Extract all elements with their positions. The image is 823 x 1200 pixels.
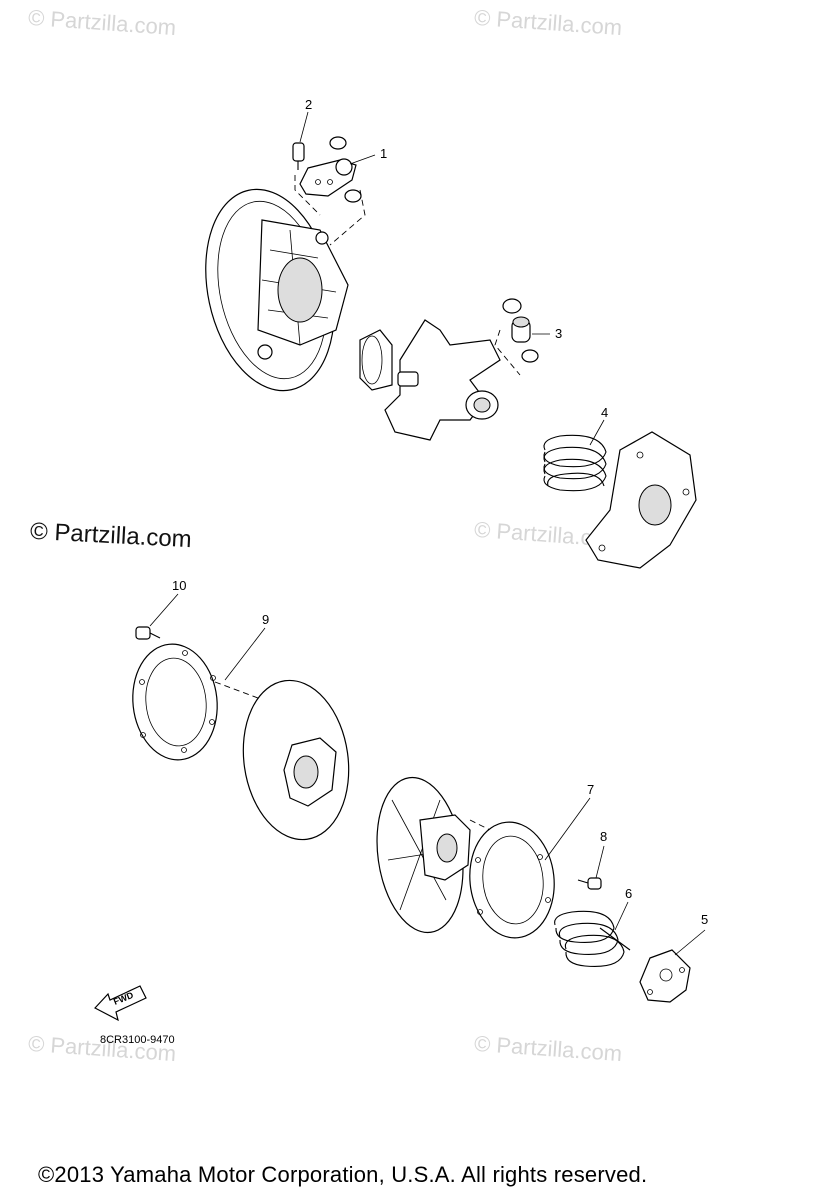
primary-cover-cap-drawing <box>585 431 697 569</box>
fwd-arrow-icon: FWD <box>94 985 147 1022</box>
figure-code: 8CR3100-9470 <box>100 1034 175 1046</box>
part-3-rollers-drawing <box>502 298 539 363</box>
spider-hub-drawing <box>359 319 521 441</box>
part-2-pin-drawing <box>292 142 305 170</box>
callout-6: 6 <box>625 886 633 901</box>
callout-leaders <box>149 111 706 956</box>
callout-3: 3 <box>555 326 563 341</box>
part-6-spring-drawing <box>554 910 631 967</box>
callout-10: 10 <box>172 578 187 593</box>
part-5-bracket-drawing <box>639 949 691 1003</box>
copyright-notice: ©2013 Yamaha Motor Corporation, U.S.A. A… <box>38 1162 648 1187</box>
callout-2: 2 <box>305 97 313 112</box>
secondary-fixed-sheave-drawing <box>242 679 350 841</box>
callout-4: 4 <box>601 405 609 420</box>
part-8-bolt-drawing <box>577 877 602 890</box>
part-1-weight-arm-drawing <box>294 136 366 246</box>
callout-1: 1 <box>380 146 388 161</box>
part-10-bolt-drawing <box>135 626 161 640</box>
callout-7: 7 <box>587 782 595 797</box>
callout-5: 5 <box>701 912 709 927</box>
secondary-movable-sheave-drawing <box>376 776 541 934</box>
callout-8: 8 <box>600 829 608 844</box>
primary-fixed-sheave-drawing <box>205 188 349 392</box>
part-4-spring-drawing <box>543 434 607 492</box>
part-7-gasket-drawing <box>469 821 555 939</box>
callout-9: 9 <box>262 612 270 627</box>
